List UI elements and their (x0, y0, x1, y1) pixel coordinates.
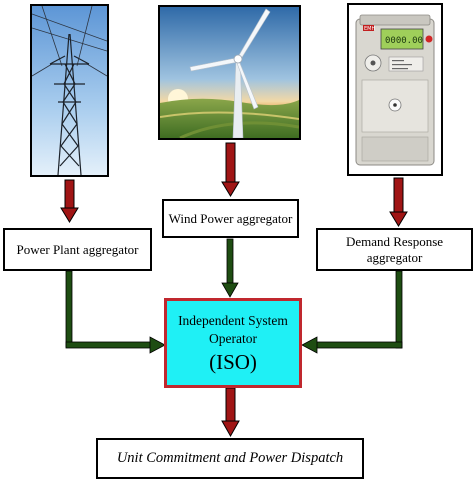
unit-commitment-dispatch-label: Unit Commitment and Power Dispatch (116, 450, 344, 466)
meter-brand-text: EMH (364, 26, 375, 32)
arrow-power-plant-to-iso (65, 270, 166, 354)
demand-response-aggregator-label: Demand Response aggregator (345, 233, 444, 265)
iso-box: Independent System Operator (ISO) (164, 298, 302, 388)
arrow-turbine-to-wind-aggregator (221, 142, 240, 197)
wind-turbine-image (158, 5, 301, 140)
arrow-tower-to-power-plant (60, 179, 79, 223)
iso-title-line1: Independent System (178, 312, 288, 328)
wind-turbine-illustration (160, 7, 299, 138)
wind-power-aggregator-label: Wind Power aggregator (168, 210, 293, 226)
demand-response-aggregator-box: Demand Response aggregator (316, 228, 473, 271)
smart-meter-illustration: EMH 0000.00 (349, 5, 441, 174)
meter-display-text: 0000.00 (385, 36, 423, 46)
arrow-demand-response-to-iso (301, 270, 403, 354)
arrow-wind-aggregator-to-iso (221, 238, 239, 298)
power-tower-illustration (32, 6, 107, 175)
power-plant-aggregator-label: Power Plant aggregator (16, 241, 139, 257)
arrow-meter-to-demand-aggregator (389, 177, 408, 227)
iso-title-line2: Operator (209, 330, 257, 346)
power-plant-aggregator-box: Power Plant aggregator (3, 228, 152, 271)
wind-power-aggregator-box: Wind Power aggregator (162, 199, 299, 238)
power-tower-image (30, 4, 109, 177)
arrow-iso-to-dispatch (221, 387, 240, 438)
smart-meter-image: EMH 0000.00 (347, 3, 443, 176)
unit-commitment-dispatch-box: Unit Commitment and Power Dispatch (96, 438, 364, 479)
iso-acronym: (ISO) (209, 349, 257, 374)
